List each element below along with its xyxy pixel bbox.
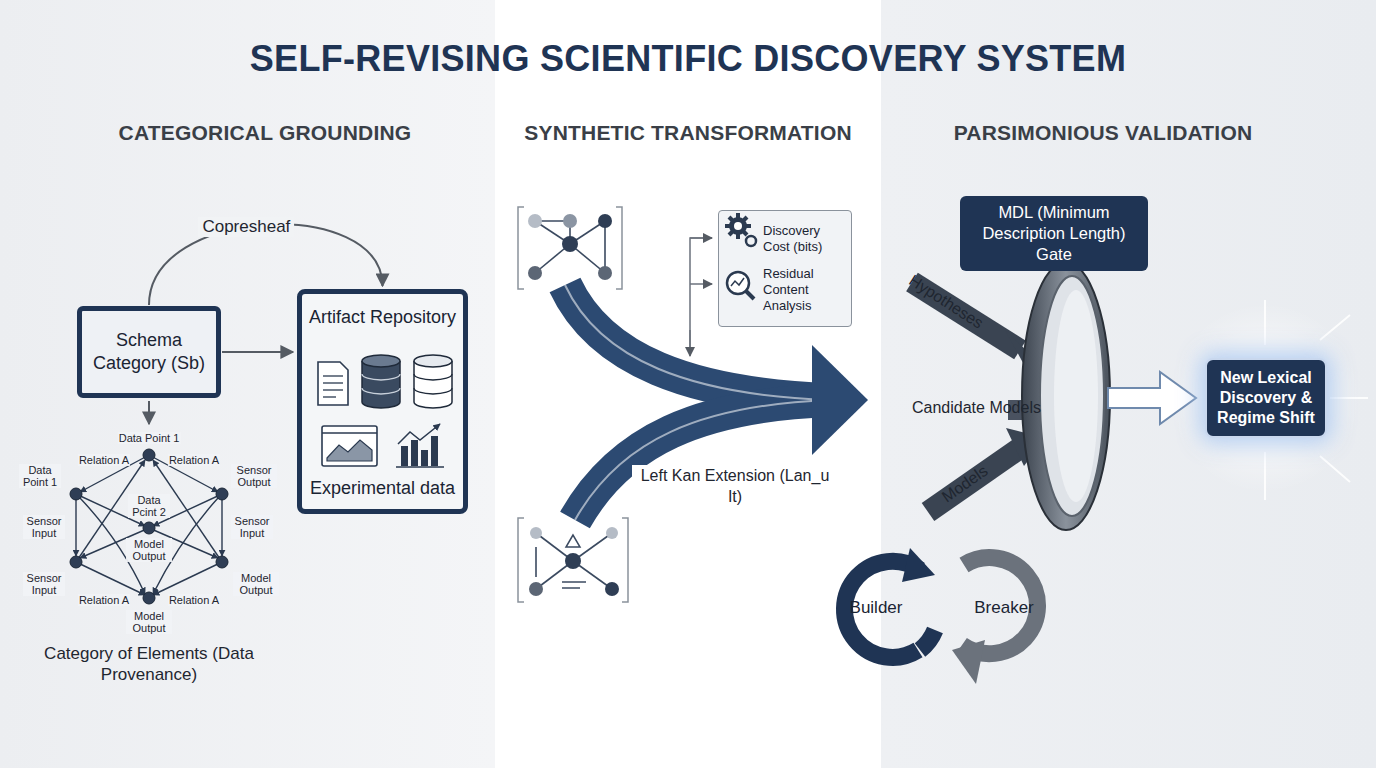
- graph-label: Model Output: [126, 610, 172, 634]
- panel-right: [881, 0, 1376, 768]
- repository-box: Artifact RepositoryExperimental data: [297, 289, 468, 514]
- leader-arrow: [148, 401, 150, 424]
- analysis-box: Discovery Cost (bits) Residual Content An…: [718, 210, 852, 327]
- node-text: Discovery Cost (bits): [763, 223, 847, 255]
- graph-label: Data Point 1: [118, 432, 181, 444]
- section-heading: SYNTHETIC TRANSFORMATION: [524, 121, 852, 145]
- graph-label: Relation A: [168, 454, 220, 466]
- arrow-label: Models: [939, 462, 992, 506]
- section-heading: CATEGORICAL GROUNDING: [119, 121, 412, 145]
- arrow-label: Hypotheses: [906, 271, 987, 332]
- panel-left: [0, 0, 495, 768]
- output-arrow: [1108, 300, 1368, 500]
- result-box: New Lexical Discovery & Regime Shift: [1205, 358, 1327, 438]
- graph-label: Sensor Input: [23, 572, 65, 596]
- graph-label: Relation A: [78, 454, 130, 466]
- schema-box: Schema Category (Sb): [77, 306, 221, 398]
- node-text: Experimental data: [310, 477, 455, 499]
- connector-arrow: [222, 351, 293, 353]
- graph-icon-bottom: [518, 518, 628, 602]
- edge-label: Copresheaf: [198, 217, 294, 237]
- graph-label: Model Output: [233, 572, 279, 596]
- graph-icon-top: [518, 207, 622, 289]
- graph-label: Model Output: [126, 538, 172, 562]
- graph-label: Data Pcint 2: [128, 494, 170, 518]
- loop-label: Builder: [850, 598, 903, 618]
- graph-label: Relation A: [168, 594, 220, 606]
- panel-middle: [495, 0, 881, 768]
- node-text: Schema Category (Sb): [90, 329, 208, 375]
- graph-label: Data Point 1: [19, 464, 61, 488]
- callout-box: MDL (Minimum Description Length) Gate: [960, 196, 1148, 271]
- diagram-title: SELF-REVISING SCIENTIFIC DISCOVERY SYSTE…: [0, 38, 1376, 80]
- graph-dots: [70, 449, 228, 604]
- node-text: Residual Content Analysis: [763, 266, 847, 314]
- node-text: MDL (Minimum Description Length) Gate: [968, 202, 1140, 265]
- caption-label: Category of Elements (Data Provenance): [29, 643, 269, 685]
- arrow-label: Left Kan Extension (Lan_u It): [632, 465, 838, 507]
- section-heading: PARSIMONIOUS VALIDATION: [954, 121, 1253, 145]
- loop-label: Breaker: [974, 598, 1034, 618]
- graph-label: Sensor Output: [231, 464, 277, 488]
- graph-label: Relation A: [78, 594, 130, 606]
- feedback-bracket: [690, 238, 712, 356]
- graph-label: Sensor Input: [231, 515, 273, 539]
- node-text: Artifact Repository: [309, 306, 456, 328]
- mdl-lens: [1022, 262, 1110, 530]
- arrow-label: Candidate Models: [912, 399, 1004, 417]
- graph-label: Sensor Input: [23, 515, 65, 539]
- builder-breaker-loop: [844, 548, 1037, 684]
- element-graph: [76, 455, 222, 595]
- node-text: New Lexical Discovery & Regime Shift: [1213, 368, 1319, 428]
